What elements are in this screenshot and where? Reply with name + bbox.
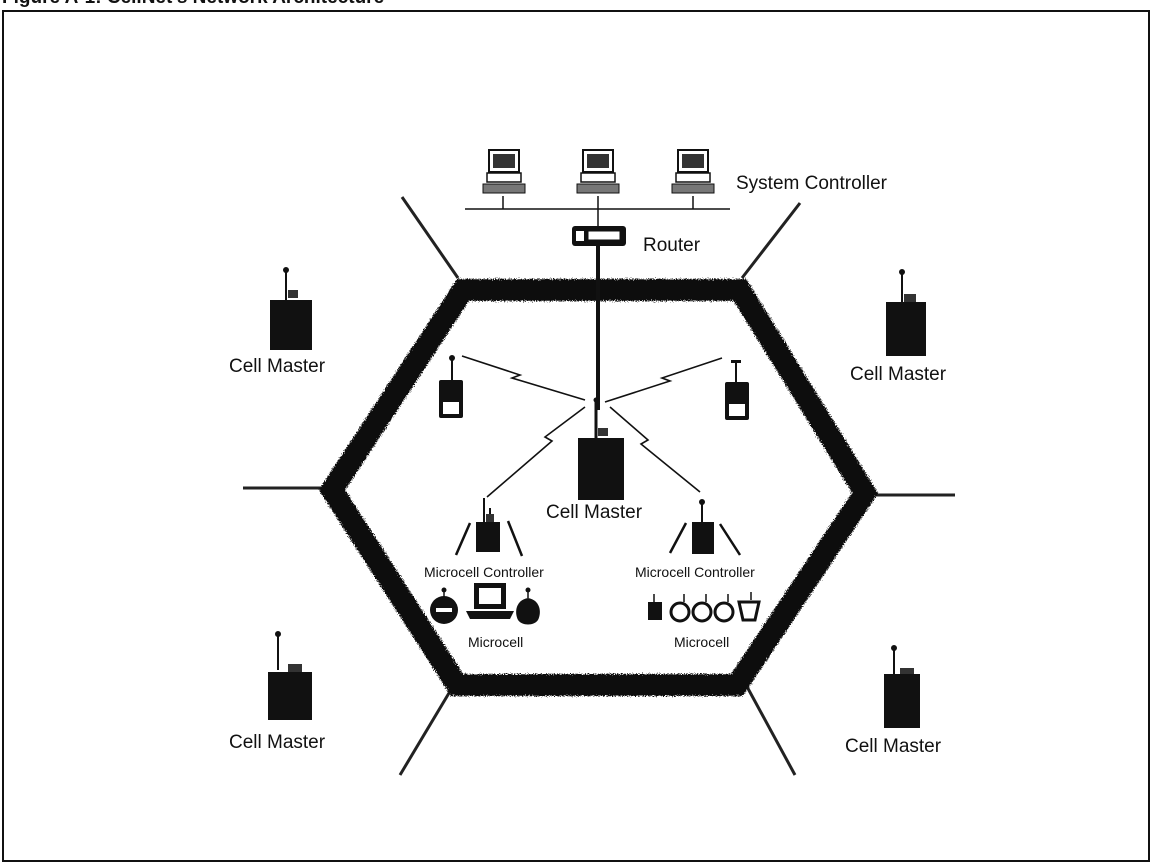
microcell-right-label: Microcell — [674, 634, 729, 650]
cell-master-bottom-right-label: Cell Master — [845, 736, 942, 757]
handheld-unit-icon — [725, 360, 749, 420]
microcell-controller-legs — [454, 520, 524, 557]
microcell-meter-icon — [713, 594, 735, 623]
cell-master-top-left-label: Cell Master — [229, 356, 326, 377]
cell-master-bottom-left-label: Cell Master — [229, 732, 326, 753]
cell-master-radio-icon — [268, 631, 312, 720]
radio-link-lower-right — [609, 406, 701, 493]
spoke-bottom-right — [743, 682, 797, 776]
figure-frame — [2, 10, 1150, 862]
cell-master-center-label: Cell Master — [546, 502, 643, 523]
router-icon — [572, 226, 626, 246]
microcell-controller-right-label: Microcell Controller — [635, 564, 755, 580]
figure-title: Figure A-1: CellNet's Network Architectu… — [2, 0, 384, 8]
workstation-icon — [576, 149, 620, 194]
workstation-icon — [671, 149, 715, 194]
radio-link-upper-right — [604, 357, 723, 403]
radio-links — [461, 355, 723, 498]
laptop-icon — [466, 583, 514, 619]
microcell-meter-icon — [737, 592, 761, 622]
microcell-controller-icon — [476, 498, 500, 552]
microcell-meter-icon — [430, 587, 458, 624]
microcell-controller-icon — [692, 499, 714, 554]
microcell-meter-icon — [691, 594, 713, 623]
cell-boundary-spokes — [243, 196, 955, 776]
central-cell-hexagon — [318, 279, 879, 696]
system-controller-label: System Controller — [736, 173, 888, 194]
spoke-top-right — [740, 202, 802, 279]
workstation-icon — [482, 149, 526, 194]
microcell-controller-legs — [668, 522, 742, 556]
handheld-unit-icon — [439, 355, 463, 418]
radio-link-upper-left — [461, 355, 586, 401]
router-label: Router — [643, 235, 701, 256]
radio-link-lower-left — [486, 406, 586, 498]
microcell-meter-icon — [648, 594, 662, 620]
system-controller-bus — [465, 196, 730, 228]
microcell-meter-icon — [516, 587, 540, 625]
cell-master-radio-icon — [886, 269, 926, 356]
spoke-bottom-left — [398, 682, 457, 776]
cell-master-radio-icon — [578, 397, 624, 500]
microcell-left-label: Microcell — [468, 634, 523, 650]
microcell-controller-left-label: Microcell Controller — [424, 564, 544, 580]
spoke-top-left — [400, 196, 460, 279]
cell-master-top-right-label: Cell Master — [850, 364, 947, 385]
cell-master-radio-icon — [270, 267, 312, 350]
microcell-meter-icon — [669, 594, 691, 623]
cell-master-radio-icon — [884, 645, 920, 728]
